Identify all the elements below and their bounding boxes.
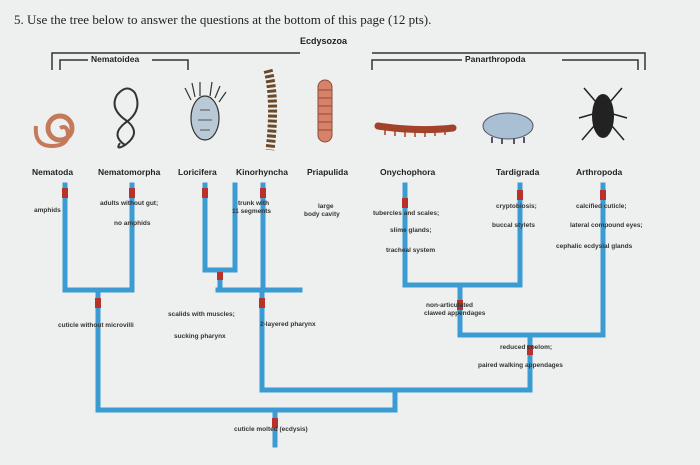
trait-sucking-pharynx: sucking pharynx <box>174 333 226 340</box>
trait-large-2: body cavity <box>304 211 340 218</box>
trait-trunk-2: 11 segments <box>232 208 271 215</box>
taxon-onychophora: Onychophora <box>380 167 435 177</box>
trait-calcified: calcified cuticle; <box>576 203 627 210</box>
kinorhyncha-illustration <box>268 70 273 150</box>
tardigrada-illustration <box>483 113 533 144</box>
trait-reduced-coelom: reduced coelom; <box>500 344 552 351</box>
group-brackets <box>52 53 645 70</box>
taxon-tardigrada: Tardigrada <box>496 167 539 177</box>
trait-no-amphids: no amphids <box>114 220 150 227</box>
trait-buccal: buccal stylets <box>492 222 535 229</box>
ecdysozoa-bracket-left <box>52 53 300 70</box>
nematoda-illustration <box>36 116 72 146</box>
taxon-nematoda: Nematoda <box>32 167 73 177</box>
trait-adults-without-gut: adults without gut; <box>100 200 158 207</box>
branch-root-join <box>98 390 395 410</box>
trait-slime-glands: slime glands; <box>390 227 432 234</box>
trait-compound-eyes: lateral compound eyes; <box>570 222 643 229</box>
taxon-arthropoda: Arthropoda <box>576 167 622 177</box>
onychophora-illustration <box>378 126 453 137</box>
taxon-priapulida: Priapulida <box>307 167 348 177</box>
group-label-ecdysozoa: Ecdysozoa <box>300 36 347 46</box>
trait-cuticle-microvilli: cuticle without microvilli <box>58 322 134 329</box>
trait-large-1: large <box>318 203 334 210</box>
trait-non-articulated-2: clawed appendages <box>424 310 485 317</box>
trait-cuticle-molted: cuticle molted (ecdysis) <box>234 426 308 433</box>
loricifera-illustration <box>185 82 226 140</box>
panarthropoda-bracket-left <box>372 60 462 70</box>
panarthropoda-bracket-right <box>562 60 638 70</box>
trait-trunk-1: trunk with <box>238 200 269 207</box>
trait-cryptobiosis: cryptobiosis; <box>496 203 537 210</box>
trait-amphids: amphids <box>34 207 61 214</box>
taxon-loricifera: Loricifera <box>178 167 217 177</box>
arthropoda-illustration <box>579 88 627 140</box>
trait-tracheal: tracheal system <box>386 247 435 254</box>
priapulida-illustration <box>318 80 332 142</box>
trait-tubercles: tubercles and scales; <box>373 210 439 217</box>
trait-non-articulated-1: non-articulated <box>426 302 473 309</box>
branch-lor-kin <box>205 185 235 270</box>
branch-ony-tar <box>405 185 520 285</box>
nematoidea-bracket-left <box>60 60 88 70</box>
nematoidea-bracket-right <box>152 60 188 70</box>
trait-paired-walking: paired walking appendages <box>478 362 563 369</box>
group-label-nematoidea: Nematoidea <box>91 54 139 64</box>
taxon-kinorhyncha: Kinorhyncha <box>236 167 288 177</box>
trait-cephalic: cephalic ecdysial glands <box>556 243 632 250</box>
trait-scalids: scalids with muscles; <box>168 311 235 318</box>
taxon-nematomorpha: Nematomorpha <box>98 167 160 177</box>
nematomorpha-illustration <box>115 88 138 147</box>
trait-two-layered: 2-layered pharynx <box>260 321 316 328</box>
group-label-panarthropoda: Panarthropoda <box>465 54 525 64</box>
